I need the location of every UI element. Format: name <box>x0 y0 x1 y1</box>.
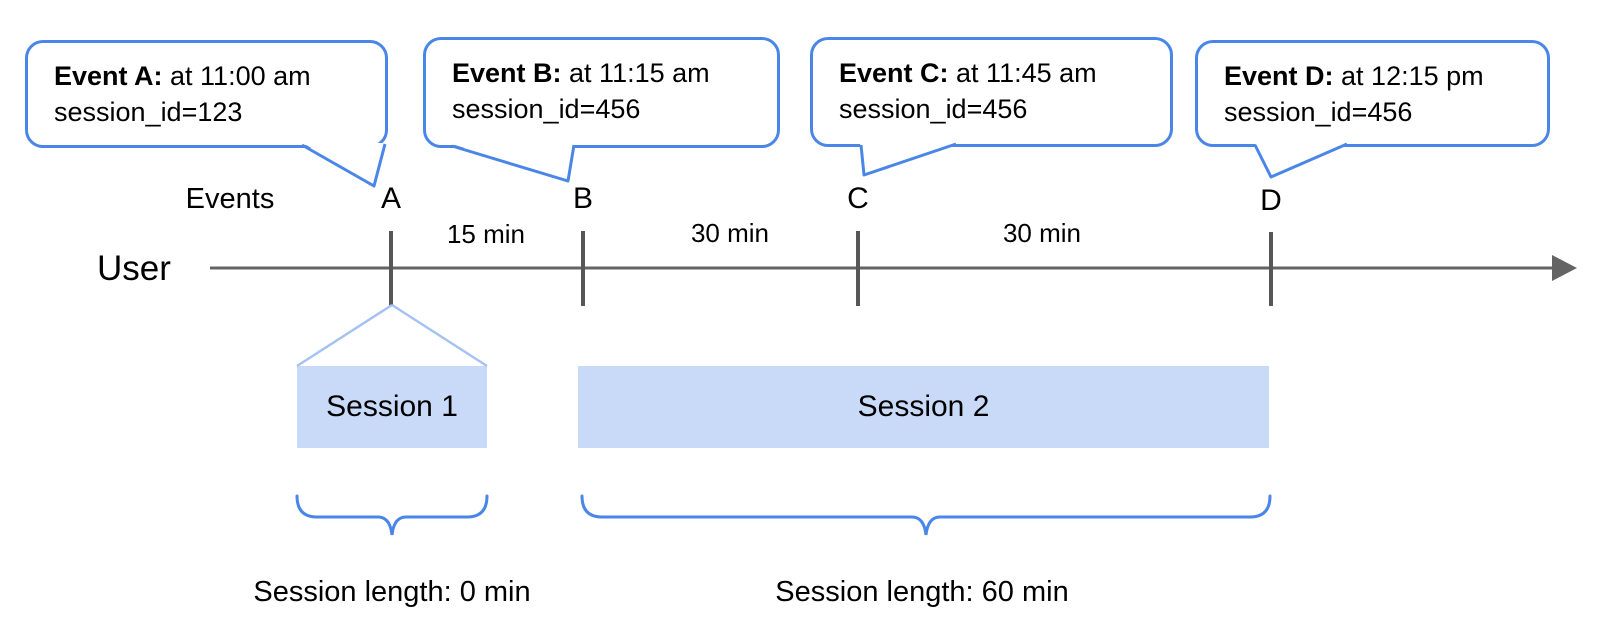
event-b-session-id: session_id=456 <box>452 94 641 124</box>
session-1-length-label: Session length: 0 min <box>253 576 531 608</box>
event-d-session-id: session_id=456 <box>1224 97 1413 127</box>
session-1-label: Session 1 <box>326 390 458 423</box>
event-a-callout: Event A: at 11:00 am session_id=123 <box>25 40 388 148</box>
session-1-box: Session 1 <box>297 366 487 448</box>
marker-d: D <box>1260 184 1282 217</box>
marker-c: C <box>847 182 869 215</box>
event-b-time: at 11:15 am <box>561 58 710 88</box>
events-row-label: Events <box>185 183 275 215</box>
session-2-box: Session 2 <box>578 366 1269 448</box>
tail-c-outline <box>859 142 957 177</box>
interval-a-b: 15 min <box>446 219 526 249</box>
interval-b-c: 30 min <box>690 218 770 248</box>
event-b-title: Event B: <box>452 58 562 88</box>
tail-a-fill <box>303 143 385 186</box>
callout-tails <box>301 142 1348 188</box>
tail-b-outline <box>451 144 576 183</box>
marker-a: A <box>380 182 402 215</box>
event-d-title: Event D: <box>1224 61 1334 91</box>
event-b-callout-line1: Event B: at 11:15 am <box>452 55 757 91</box>
tail-c-fill <box>860 143 956 175</box>
event-b-callout: Event B: at 11:15 am session_id=456 <box>423 37 780 148</box>
session-2-label: Session 2 <box>857 390 990 423</box>
user-row-label: User <box>97 249 171 288</box>
event-c-callout-line1: Event C: at 11:45 am <box>839 55 1150 91</box>
event-d-time: at 12:15 pm <box>1333 61 1484 91</box>
event-c-time: at 11:45 am <box>948 58 1097 88</box>
interval-c-d: 30 min <box>1002 218 1082 248</box>
marker-b: B <box>572 182 594 215</box>
tail-a-outline <box>301 143 387 188</box>
event-c-title: Event C: <box>839 58 949 88</box>
tail-d-fill <box>1255 143 1347 177</box>
event-c-callout: Event C: at 11:45 am session_id=456 <box>810 37 1173 147</box>
event-d-callout-line1: Event D: at 12:15 pm <box>1224 58 1527 94</box>
session-1-funnel-lines <box>296 303 488 368</box>
event-a-title: Event A: <box>54 61 163 91</box>
tail-d-outline <box>1253 142 1348 179</box>
event-a-session-id: session_id=123 <box>54 97 243 127</box>
tail-b-fill <box>452 144 574 181</box>
event-a-callout-line1: Event A: at 11:00 am <box>54 58 365 94</box>
timeline-arrowhead-icon <box>1552 255 1577 281</box>
session-1-brace <box>295 494 489 536</box>
event-a-time: at 11:00 am <box>162 61 311 91</box>
event-d-callout: Event D: at 12:15 pm session_id=456 <box>1195 40 1550 147</box>
session-2-length-label: Session length: 60 min <box>775 576 1069 608</box>
session-2-brace <box>580 494 1272 536</box>
event-c-session-id: session_id=456 <box>839 94 1028 124</box>
